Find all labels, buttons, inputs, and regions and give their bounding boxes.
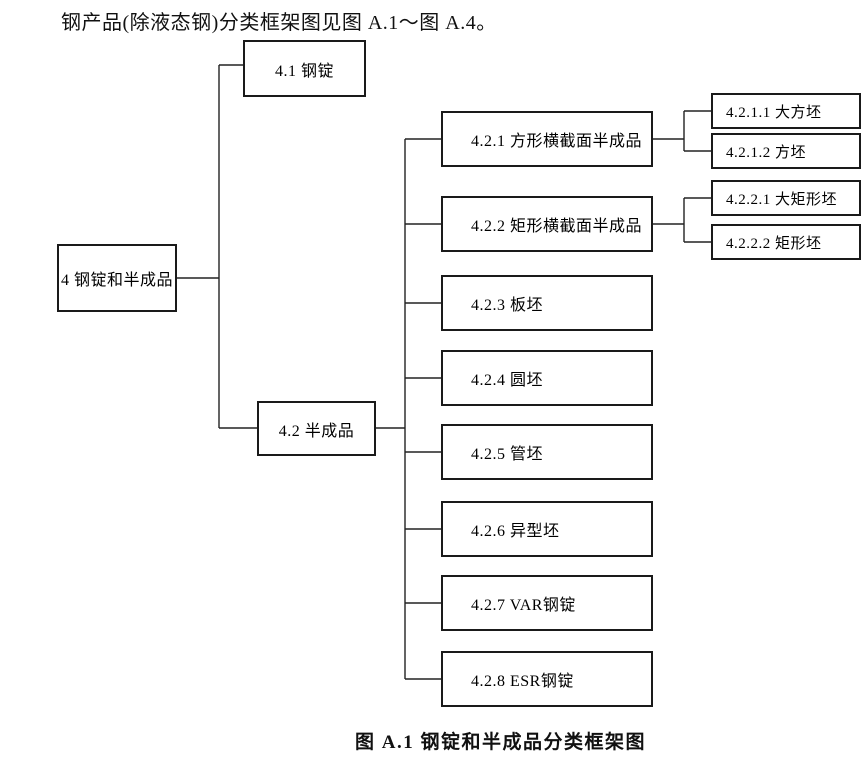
node-4-2-label: 4.2 半成品 xyxy=(278,422,355,440)
node-4-2-2-2-label: 4.2.2.2 矩形坯 xyxy=(726,235,822,252)
node-4-2-6: 4.2.6 异型坯 xyxy=(441,501,653,557)
node-4-2-7: 4.2.7 VAR钢锭 xyxy=(441,575,653,631)
node-4-root: 4 钢锭和半成品 xyxy=(57,244,177,312)
node-4-root-label: 4 钢锭和半成品 xyxy=(61,272,174,289)
node-4-2-1: 4.2.1 方形横截面半成品 xyxy=(441,111,653,167)
node-4-2-7-label: 4.2.7 VAR钢锭 xyxy=(471,597,576,614)
figure-caption: 图 A.1 钢锭和半成品分类框架图 xyxy=(355,732,646,753)
node-4-2-4-label: 4.2.4 圆坯 xyxy=(471,372,544,389)
node-4-2: 4.2 半成品 xyxy=(257,401,376,456)
intro-text: 钢产品(除液态钢)分类框架图见图 A.1～图 A.4。 xyxy=(61,12,497,34)
connector-422-trunk xyxy=(653,197,711,243)
node-4-2-2-1: 4.2.2.1 大矩形坯 xyxy=(711,180,861,216)
node-4-1: 4.1 钢锭 xyxy=(243,40,366,97)
node-4-1-label: 4.1 钢锭 xyxy=(274,62,334,80)
node-4-2-3-label: 4.2.3 板坯 xyxy=(471,297,544,314)
node-4-2-2-label: 4.2.2 矩形横截面半成品 xyxy=(471,218,643,235)
node-4-2-2-1-label: 4.2.2.1 大矩形坯 xyxy=(726,191,838,208)
node-4-2-1-2-label: 4.2.1.2 方坯 xyxy=(726,144,807,161)
node-4-2-1-1-label: 4.2.1.1 大方坯 xyxy=(726,104,822,121)
node-4-2-8-label: 4.2.8 ESR钢锭 xyxy=(471,673,574,690)
node-4-2-3: 4.2.3 板坯 xyxy=(441,275,653,331)
node-4-2-1-1: 4.2.1.1 大方坯 xyxy=(711,93,861,129)
node-4-2-4: 4.2.4 圆坯 xyxy=(441,350,653,406)
node-4-2-1-2: 4.2.1.2 方坯 xyxy=(711,133,861,169)
connector-421-trunk xyxy=(653,110,711,152)
connector-42-trunk xyxy=(376,138,441,680)
node-4-2-2-2: 4.2.2.2 矩形坯 xyxy=(711,224,861,260)
node-4-2-6-label: 4.2.6 异型坯 xyxy=(471,523,560,540)
node-4-2-1-label: 4.2.1 方形横截面半成品 xyxy=(471,133,643,150)
node-4-2-5: 4.2.5 管坯 xyxy=(441,424,653,480)
node-4-2-8: 4.2.8 ESR钢锭 xyxy=(441,651,653,707)
node-4-2-5-label: 4.2.5 管坯 xyxy=(471,446,544,463)
node-4-2-2: 4.2.2 矩形横截面半成品 xyxy=(441,196,653,252)
connector-root-trunk xyxy=(177,64,257,429)
